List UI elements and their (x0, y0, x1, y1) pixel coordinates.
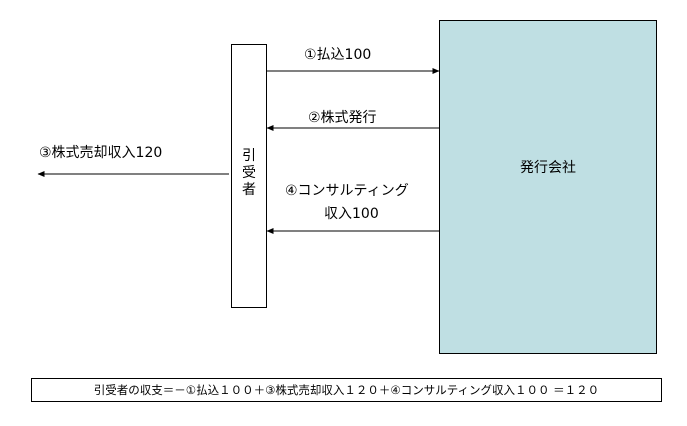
underwriter-label: 引 受 者 (242, 148, 256, 198)
payment-label: ①払込100 (304, 47, 372, 63)
balance-formula-box: 引受者の収支＝－①払込１００＋③株式売却収入１２０＋④コンサルティング収入１００… (31, 378, 662, 402)
consulting-label-line2: 収入100 (324, 206, 379, 222)
issuance-label: ②株式発行 (308, 110, 377, 126)
balance-formula: 引受者の収支＝－①払込１００＋③株式売却収入１２０＋④コンサルティング収入１００… (93, 383, 600, 397)
consulting-label-line1: ④コンサルティング (285, 183, 409, 199)
sale-proceeds-label: ③株式売却収入120 (39, 145, 163, 161)
issuing-company-box (439, 20, 657, 354)
underwriter-box (231, 44, 267, 308)
issuing-company-label: 発行会社 (520, 160, 576, 176)
